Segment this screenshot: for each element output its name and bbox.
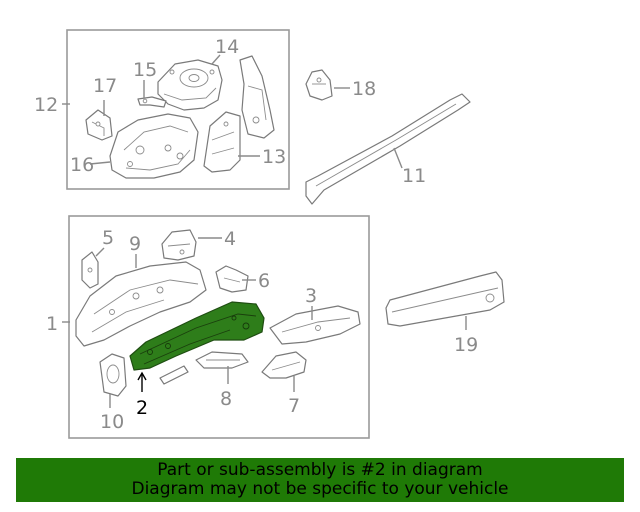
part-4-bracket[interactable] <box>161 229 197 261</box>
part-5-bracket[interactable] <box>81 251 99 289</box>
part-6-bracket[interactable] <box>215 265 249 293</box>
part-10-bracket[interactable] <box>99 353 127 397</box>
part-19-rail[interactable] <box>385 271 505 327</box>
upper-group-frame <box>66 29 290 190</box>
lower-group-frame <box>68 215 370 439</box>
callout-9: 9 <box>129 233 141 255</box>
callout-19: 19 <box>454 334 478 356</box>
callout-2: 2 <box>136 397 148 419</box>
part-2-front-rail-highlighted[interactable] <box>129 301 265 371</box>
part-16-wheelhouse[interactable] <box>109 113 199 179</box>
callout-15: 15 <box>133 59 157 81</box>
part-11-rail[interactable] <box>305 93 471 205</box>
callout-12: 12 <box>34 94 58 116</box>
part-9-rail-assembly[interactable] <box>75 261 207 347</box>
callout-8: 8 <box>220 388 232 410</box>
callout-13: 13 <box>262 146 286 168</box>
callout-10: 10 <box>100 411 124 433</box>
callout-6: 6 <box>258 270 270 292</box>
leader-lines <box>62 54 467 408</box>
callout-3: 3 <box>305 285 317 307</box>
callout-16: 16 <box>70 154 94 176</box>
part-13-apron[interactable] <box>203 111 241 173</box>
part-small-strip[interactable] <box>159 365 189 385</box>
part-14-side-bracket[interactable] <box>239 55 275 139</box>
part-15-bracket[interactable] <box>137 96 167 108</box>
part-18-bracket[interactable] <box>305 69 333 101</box>
part-3-bracket[interactable] <box>269 305 361 345</box>
part-17-bracket[interactable] <box>85 109 113 141</box>
callout-17: 17 <box>93 75 117 97</box>
banner-line-1: Part or sub-assembly is #2 in diagram <box>157 460 483 480</box>
info-banner: Part or sub-assembly is #2 in diagram Di… <box>16 458 624 502</box>
part-8-bracket[interactable] <box>195 351 249 369</box>
callout-labels: 1 2 3 4 5 6 7 8 9 10 11 12 13 14 15 16 1… <box>34 36 478 433</box>
banner-line-2: Diagram may not be specific to your vehi… <box>131 479 509 499</box>
callout-1: 1 <box>46 313 58 335</box>
parts-diagram: 1 2 3 4 5 6 7 8 9 10 11 12 13 14 15 16 1… <box>34 29 505 439</box>
callout-5: 5 <box>102 227 114 249</box>
part-7-bracket[interactable] <box>261 351 307 379</box>
callout-14: 14 <box>215 36 239 58</box>
callout-11: 11 <box>402 165 426 187</box>
callout-18: 18 <box>352 78 376 100</box>
callout-4: 4 <box>224 228 236 250</box>
callout-7: 7 <box>288 395 300 417</box>
part-14-strut-tower[interactable] <box>157 59 223 111</box>
